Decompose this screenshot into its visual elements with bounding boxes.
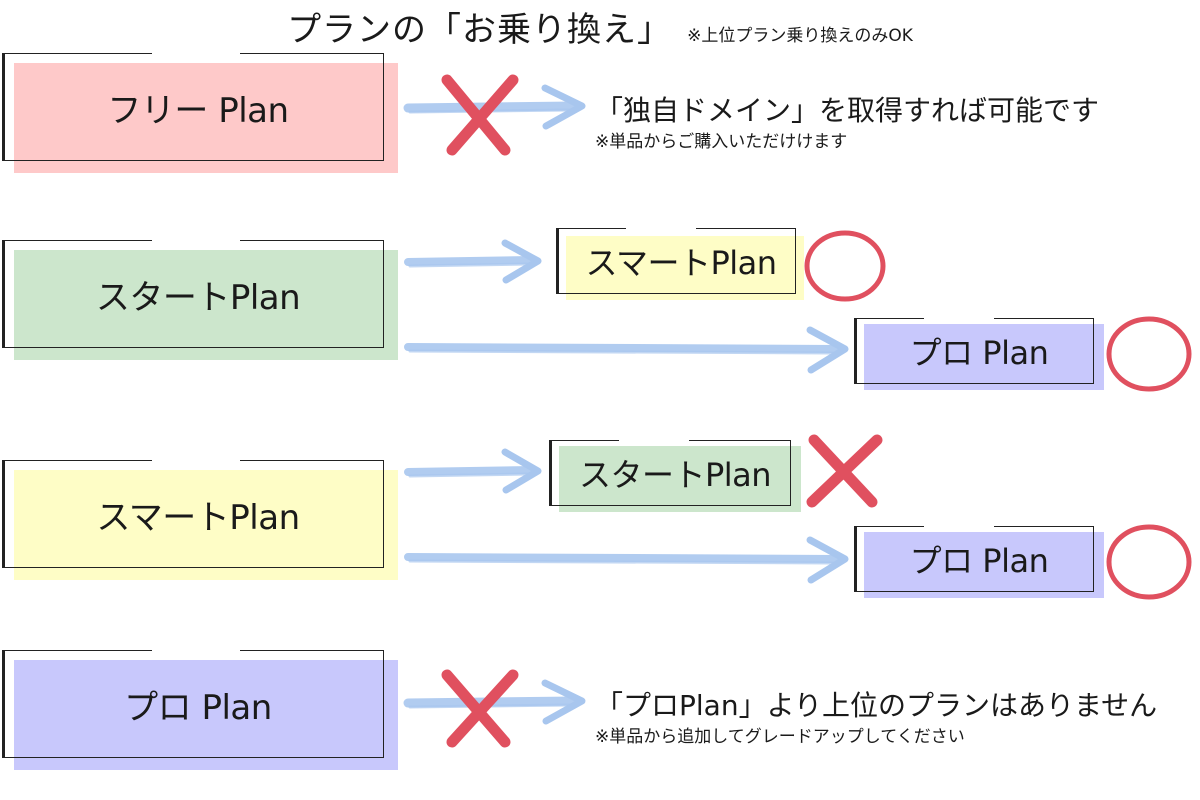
smart-to-pro-arrow (404, 536, 849, 584)
smart-plan-box: スマートPlan (2, 457, 398, 580)
diagram-title: プランの「お乗り換え」 ※上位プラン乗り換えのみOK (0, 2, 1200, 51)
smart-target-pro-box: プロ Plan (854, 523, 1104, 598)
smart-target-pro-label: プロ Plan (909, 542, 1049, 580)
free-plan-message: 「独自ドメイン」を取得すれば可能です ※単品からご購入いただけけます (595, 93, 1099, 153)
free-plan-label: フリー Plan (107, 90, 289, 131)
pro-plan-message-main: 「プロPlan」より上位のプランはありません (595, 689, 1158, 722)
pro-plan-label: プロ Plan (124, 687, 272, 728)
smart-target-start-label: スタートPlan (578, 456, 772, 494)
pro-cross-icon (441, 669, 519, 748)
free-plan-message-note: ※単品からご購入いただけけます (595, 132, 848, 152)
free-plan-box: フリー Plan (2, 50, 398, 173)
start-target-smart-box: スマートPlan (556, 225, 804, 300)
smart-target-start-fill (559, 446, 801, 512)
start-target-pro-label: プロ Plan (909, 334, 1049, 372)
smart-plan-label: スマートPlan (96, 497, 300, 538)
start-target-smart-label: スマートPlan (585, 244, 777, 282)
start-target-pro-fill (864, 324, 1104, 390)
smart-plan-fill (14, 470, 398, 580)
free-cross-icon (441, 74, 519, 156)
start-target-smart-fill (566, 236, 804, 300)
pro-plan-message-note: ※単品から追加してグレードアップしてください (595, 727, 965, 747)
title-note: ※上位プラン乗り換えのみOK (687, 26, 913, 46)
start-to-pro-circle-icon (1106, 316, 1192, 392)
start-to-pro-arrow (404, 326, 849, 374)
start-to-smart-arrow (404, 239, 542, 284)
free-plan-fill (14, 63, 398, 173)
title-main: プランの「お乗り換え」 (287, 10, 673, 50)
start-plan-label: スタートPlan (95, 277, 301, 318)
smart-to-pro-circle-icon (1106, 524, 1192, 600)
pro-plan-message: 「プロPlan」より上位のプランはありません ※単品から追加してグレードアップし… (595, 688, 1157, 748)
start-plan-box: スタートPlan (2, 237, 398, 360)
smart-to-start-cross-icon (806, 434, 883, 508)
start-target-pro-box: プロ Plan (854, 315, 1104, 390)
smart-target-start-box: スタートPlan (549, 437, 801, 512)
smart-to-start-arrow (404, 448, 542, 494)
start-plan-fill (14, 250, 398, 360)
smart-target-pro-fill (864, 532, 1104, 598)
start-to-smart-circle-icon (804, 230, 886, 302)
free-plan-message-main: 「独自ドメイン」を取得すれば可能です (595, 94, 1100, 127)
pro-plan-box: プロ Plan (2, 647, 398, 770)
pro-plan-fill (14, 660, 398, 770)
